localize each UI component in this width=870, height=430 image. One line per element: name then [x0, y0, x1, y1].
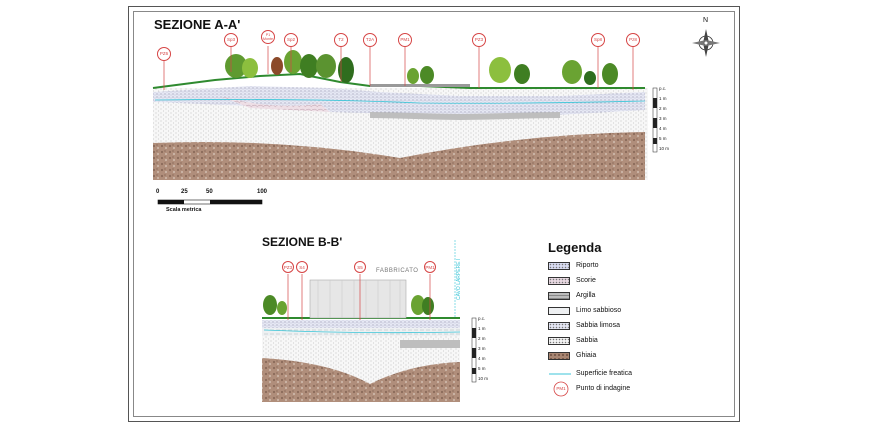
legend-label: Riporto: [576, 262, 599, 269]
point-lines-a: [163, 46, 634, 90]
road-a: [370, 84, 470, 87]
legend-swatch: [548, 277, 570, 285]
legend-label: Scorie: [576, 277, 596, 284]
tree-icon: [263, 295, 277, 315]
north-label: N: [703, 17, 709, 24]
point-lines-b: [287, 274, 431, 320]
investigation-point-a: PM1: [398, 33, 412, 47]
depth-label-a: 10 m: [659, 146, 670, 151]
depth-label-b: p.c.: [478, 316, 486, 321]
legend-label: Ghiaia: [576, 352, 597, 359]
ground-surface: [152, 72, 645, 89]
investigation-point-a: Sp2: [284, 33, 298, 47]
tree-icon: [602, 63, 618, 85]
tree-icon: [407, 68, 419, 84]
gravel-layer: [153, 132, 645, 180]
depth-label-b: 4 m: [478, 356, 486, 361]
water-table-a: [154, 99, 646, 104]
investigation-point-a: Pz8: [626, 33, 640, 47]
scale-tick-100: 100: [257, 189, 268, 195]
legend-label: Sabbia: [576, 337, 598, 344]
tree-icon: [271, 57, 283, 75]
depth-ruler-a: [652, 87, 658, 153]
investigation-point-b: S4: [296, 261, 308, 273]
clay-lens: [370, 112, 560, 120]
tree-icon: [242, 58, 258, 78]
depth-label-a: p.c.: [659, 86, 667, 91]
depth-label-b: 2 m: [478, 336, 486, 341]
investigation-point-a: PZ3: [472, 33, 486, 47]
building: [309, 279, 407, 319]
investigation-point-a: Sp3: [224, 33, 238, 47]
investigation-point-a: PZ6: [157, 47, 171, 61]
tree-icon: [300, 54, 318, 78]
slag-lens: [220, 96, 330, 112]
legend-water-label: Superficie freatica: [576, 370, 633, 377]
clay-lens-b: [400, 340, 460, 348]
tree-icon: [489, 57, 511, 83]
legend-swatch: [548, 322, 570, 330]
legend-swatch: [548, 292, 570, 300]
tree-icon: [316, 54, 336, 78]
tree-icon: [411, 295, 425, 315]
section-a-profile: [152, 72, 648, 180]
drawing-frame: [133, 11, 735, 417]
legend-swatch: [548, 352, 570, 360]
investigation-point-a: P1 Monte: [261, 30, 275, 44]
scale-caption: Scala metrica: [166, 207, 202, 213]
legend-label: Limo sabbioso: [576, 307, 622, 314]
legend-point-symbol-icon: [553, 381, 569, 397]
legend-swatch: [548, 307, 570, 315]
scale-tick-25: 25: [181, 189, 188, 195]
tree-icon: [420, 66, 434, 84]
section-b-profile: [262, 279, 461, 402]
depth-label-b: 5 m: [478, 366, 486, 371]
silt-layer-b: [262, 328, 460, 336]
depth-label-a: 2 m: [659, 106, 667, 111]
legend-label: Argilla: [576, 292, 596, 299]
depth-label-a: 3 m: [659, 116, 667, 121]
depth-ruler-b: [471, 317, 477, 383]
depth-label-a: 1 m: [659, 96, 667, 101]
tree-icon: [562, 60, 582, 84]
scale-tick-50: 50: [206, 189, 213, 195]
depth-label-b: 3 m: [478, 346, 486, 351]
investigation-point-a: Sp8: [591, 33, 605, 47]
section-b-title: SEZIONE B-B': [262, 235, 343, 249]
tree-icon: [514, 64, 530, 84]
legend-swatch: [548, 262, 570, 270]
investigation-point-b: PM1: [424, 261, 436, 273]
investigation-point-a: T2: [334, 33, 348, 47]
legend-label: Sabbia limosa: [576, 322, 620, 329]
scale-tick-0: 0: [156, 189, 160, 195]
depth-label-b: 1 m: [478, 326, 486, 331]
legend-title: Legenda: [548, 240, 602, 255]
depth-label-a: 4 m: [659, 126, 667, 131]
fill-layer-b: [262, 320, 460, 328]
water-table-b: [263, 329, 461, 334]
tree-icon: [284, 50, 302, 74]
building-label: FABBRICATO: [376, 268, 419, 274]
investigation-point-a: T2A: [363, 33, 377, 47]
channel-label: CAVO LARPERE I: [456, 258, 462, 300]
legend-swatch: [548, 337, 570, 345]
tree-icon: [338, 57, 354, 83]
investigation-point-b: PZ3: [282, 261, 294, 273]
trees-a: [225, 50, 618, 85]
depth-label-b: 10 m: [478, 376, 489, 381]
legend-point-label: Punto di indagine: [576, 385, 631, 392]
investigation-point-b: S5: [354, 261, 366, 273]
tree-icon: [584, 71, 596, 85]
tree-icon: [422, 297, 434, 315]
gravel-layer-b: [262, 358, 460, 402]
depth-label-a: 5 m: [659, 136, 667, 141]
tree-icon: [277, 301, 287, 315]
legend-point-symbol-text: PM1: [556, 386, 566, 391]
north-arrow-icon: [692, 29, 720, 57]
section-a-title: SEZIONE A-A': [154, 17, 241, 32]
scale-bar: [157, 199, 263, 205]
tree-icon: [225, 54, 247, 78]
